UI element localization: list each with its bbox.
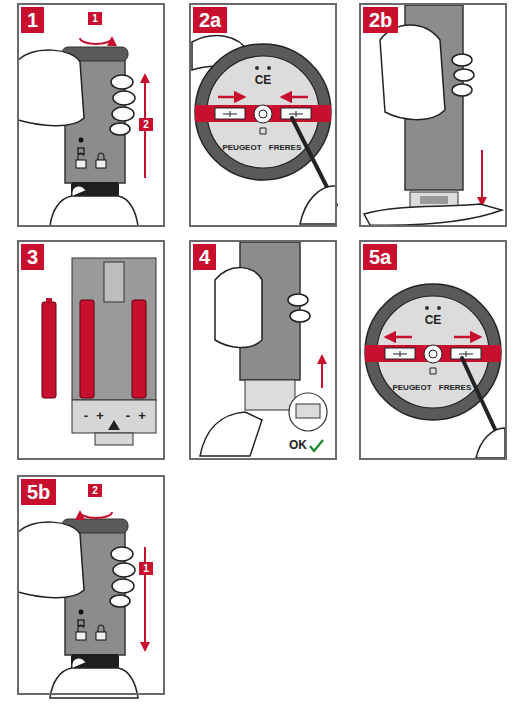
step-number: 5b <box>21 479 56 505</box>
drawing-part <box>282 96 308 99</box>
drawing-part <box>215 268 262 348</box>
drawing-part <box>132 300 146 398</box>
step-panel: 2b <box>359 3 507 227</box>
step-panel: 3 <box>17 240 165 460</box>
callout-text: 1 <box>143 563 149 574</box>
printed-label: + <box>138 409 146 423</box>
drawing-part <box>452 84 472 96</box>
drop-arrow <box>481 150 483 205</box>
drawing-part <box>462 358 500 440</box>
step-number: 5a <box>363 244 397 270</box>
drawing-part <box>300 186 336 224</box>
drawing-part <box>72 400 156 433</box>
step1-art <box>18 38 145 226</box>
callout-number: 1 <box>139 562 153 575</box>
drawing-part <box>245 380 295 410</box>
callout-text: 2 <box>92 485 98 496</box>
callout-number: 1 <box>88 12 102 25</box>
drawing-part <box>72 258 156 400</box>
printed-label: PEUGEOT <box>222 144 261 153</box>
drawing-part <box>80 300 94 398</box>
battery <box>42 302 56 398</box>
printed-label: CE <box>425 314 442 327</box>
printed-label: CE <box>255 74 272 87</box>
step-panel: 5a <box>359 240 507 460</box>
drawing-part <box>200 412 262 456</box>
mill-base-disc <box>195 44 331 180</box>
drawing-part <box>95 433 133 445</box>
callout-text: 1 <box>92 13 98 24</box>
printed-label: - <box>84 409 88 423</box>
drawing-part <box>290 310 310 322</box>
step-number: 3 <box>21 244 44 270</box>
printed-label: + <box>96 409 104 423</box>
drawing-part <box>420 196 448 204</box>
step-panel: 5b 2 1 <box>17 475 165 695</box>
open-hand <box>364 204 502 225</box>
step2a-art <box>192 36 336 224</box>
step3-art <box>42 258 156 445</box>
drawing-part <box>296 404 320 418</box>
drawing-part <box>380 25 445 120</box>
callout-number: 2 <box>139 118 153 131</box>
mill-in-hands <box>18 519 138 698</box>
callout-number: 2 <box>88 484 102 497</box>
step5a-art <box>365 284 505 458</box>
push-arrow <box>321 356 323 388</box>
drawing-part <box>108 420 120 430</box>
printed-label: OK <box>289 439 307 452</box>
callout-text: 2 <box>143 119 149 130</box>
drawing-part <box>386 336 412 339</box>
drawing-part <box>452 54 472 66</box>
drawing-part <box>454 336 480 339</box>
step2b-art <box>364 5 502 225</box>
printed-label: PEUGEOT <box>392 384 431 393</box>
check-mark <box>310 440 323 451</box>
step-number: 2b <box>363 7 398 33</box>
step-panel: 1 1 2 <box>17 3 165 227</box>
turn-arrow <box>80 512 112 518</box>
step4-art <box>200 242 327 456</box>
step-number: 2a <box>193 7 227 33</box>
printed-label: FRERES <box>439 384 471 393</box>
step5b-art <box>18 512 145 698</box>
mill-in-hands <box>18 47 138 226</box>
drawing-part <box>454 69 474 81</box>
drawing-part <box>46 298 52 302</box>
printed-label: FRERES <box>269 144 301 153</box>
turn-arrow <box>80 38 112 44</box>
drawing-part <box>288 294 308 306</box>
drawing-part <box>476 428 505 458</box>
detail-inset <box>289 393 327 431</box>
step-panel: 4 <box>189 240 337 460</box>
printed-label: - <box>126 409 130 423</box>
drawing-part <box>218 96 244 99</box>
step-number: 4 <box>193 244 216 270</box>
step-number: 1 <box>21 7 44 33</box>
drawing-part <box>104 262 124 302</box>
step-panel: 2a <box>189 3 337 227</box>
